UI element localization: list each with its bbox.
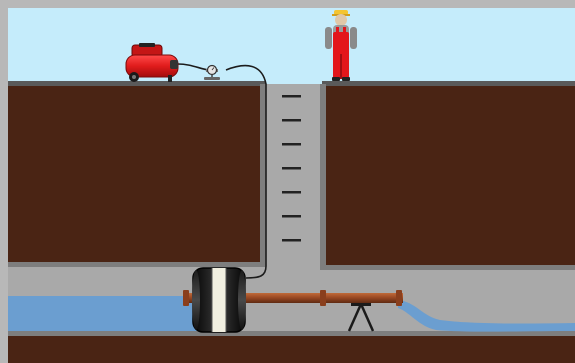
pressure-gauge bbox=[204, 64, 220, 80]
shaft-ladder bbox=[282, 95, 301, 242]
worker bbox=[325, 10, 357, 81]
worker-head bbox=[335, 14, 347, 26]
pipe-stand bbox=[347, 302, 375, 332]
air-hose bbox=[225, 64, 267, 279]
pipe-plug bbox=[192, 267, 246, 333]
water-upstream bbox=[8, 296, 198, 331]
ladder-rung bbox=[282, 119, 301, 122]
ladder-rung bbox=[282, 95, 301, 98]
sky bbox=[8, 8, 575, 84]
shaft-wall-right bbox=[320, 84, 326, 268]
bypass-pipe bbox=[183, 290, 403, 306]
worker-helmet bbox=[334, 10, 348, 15]
soil-left bbox=[8, 84, 260, 265]
air-compressor bbox=[125, 43, 179, 82]
ladder-rung bbox=[282, 143, 301, 146]
compressor-hose bbox=[177, 63, 209, 71]
channel-ceiling-right bbox=[320, 265, 575, 270]
shaft-wall-left bbox=[260, 84, 266, 266]
channel-ceiling-left bbox=[8, 262, 266, 267]
water-downstream bbox=[398, 300, 575, 332]
ground-surface-right bbox=[322, 81, 575, 86]
ladder-rung bbox=[282, 167, 301, 170]
plug-band bbox=[212, 268, 226, 332]
soil-right bbox=[326, 84, 575, 267]
ladder-rung bbox=[282, 215, 301, 218]
ladder-rung bbox=[282, 191, 301, 194]
ladder-rung bbox=[282, 239, 301, 242]
soil-bottom bbox=[8, 336, 575, 363]
channel-floor bbox=[8, 331, 575, 336]
ground-surface-left bbox=[8, 81, 266, 86]
